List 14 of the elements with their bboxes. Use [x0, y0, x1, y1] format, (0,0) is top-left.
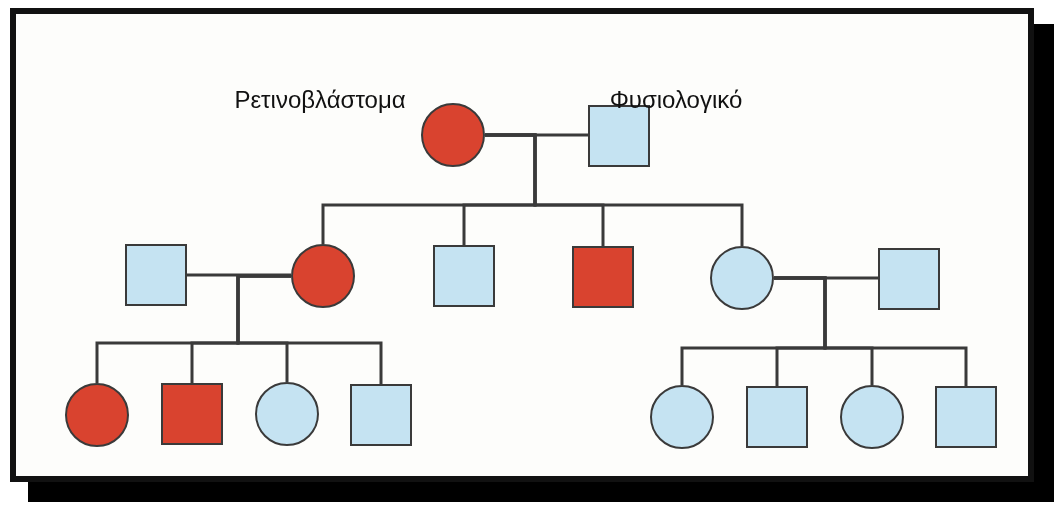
male-symbol	[572, 246, 634, 308]
male-symbol	[433, 245, 495, 307]
caption-label: Ρετινοβλάστομα	[234, 86, 406, 114]
pedigree-line	[774, 276, 968, 386]
male-symbol	[878, 248, 940, 310]
male-symbol	[746, 386, 808, 448]
male-symbol	[125, 244, 187, 306]
pedigree-line	[485, 133, 744, 246]
caption-label: Φυσιολογικό	[609, 86, 743, 114]
pedigree-line	[236, 274, 383, 384]
male-symbol	[935, 386, 997, 448]
male-symbol	[350, 384, 412, 446]
male-symbol	[161, 383, 223, 445]
pedigree-line	[187, 273, 291, 277]
